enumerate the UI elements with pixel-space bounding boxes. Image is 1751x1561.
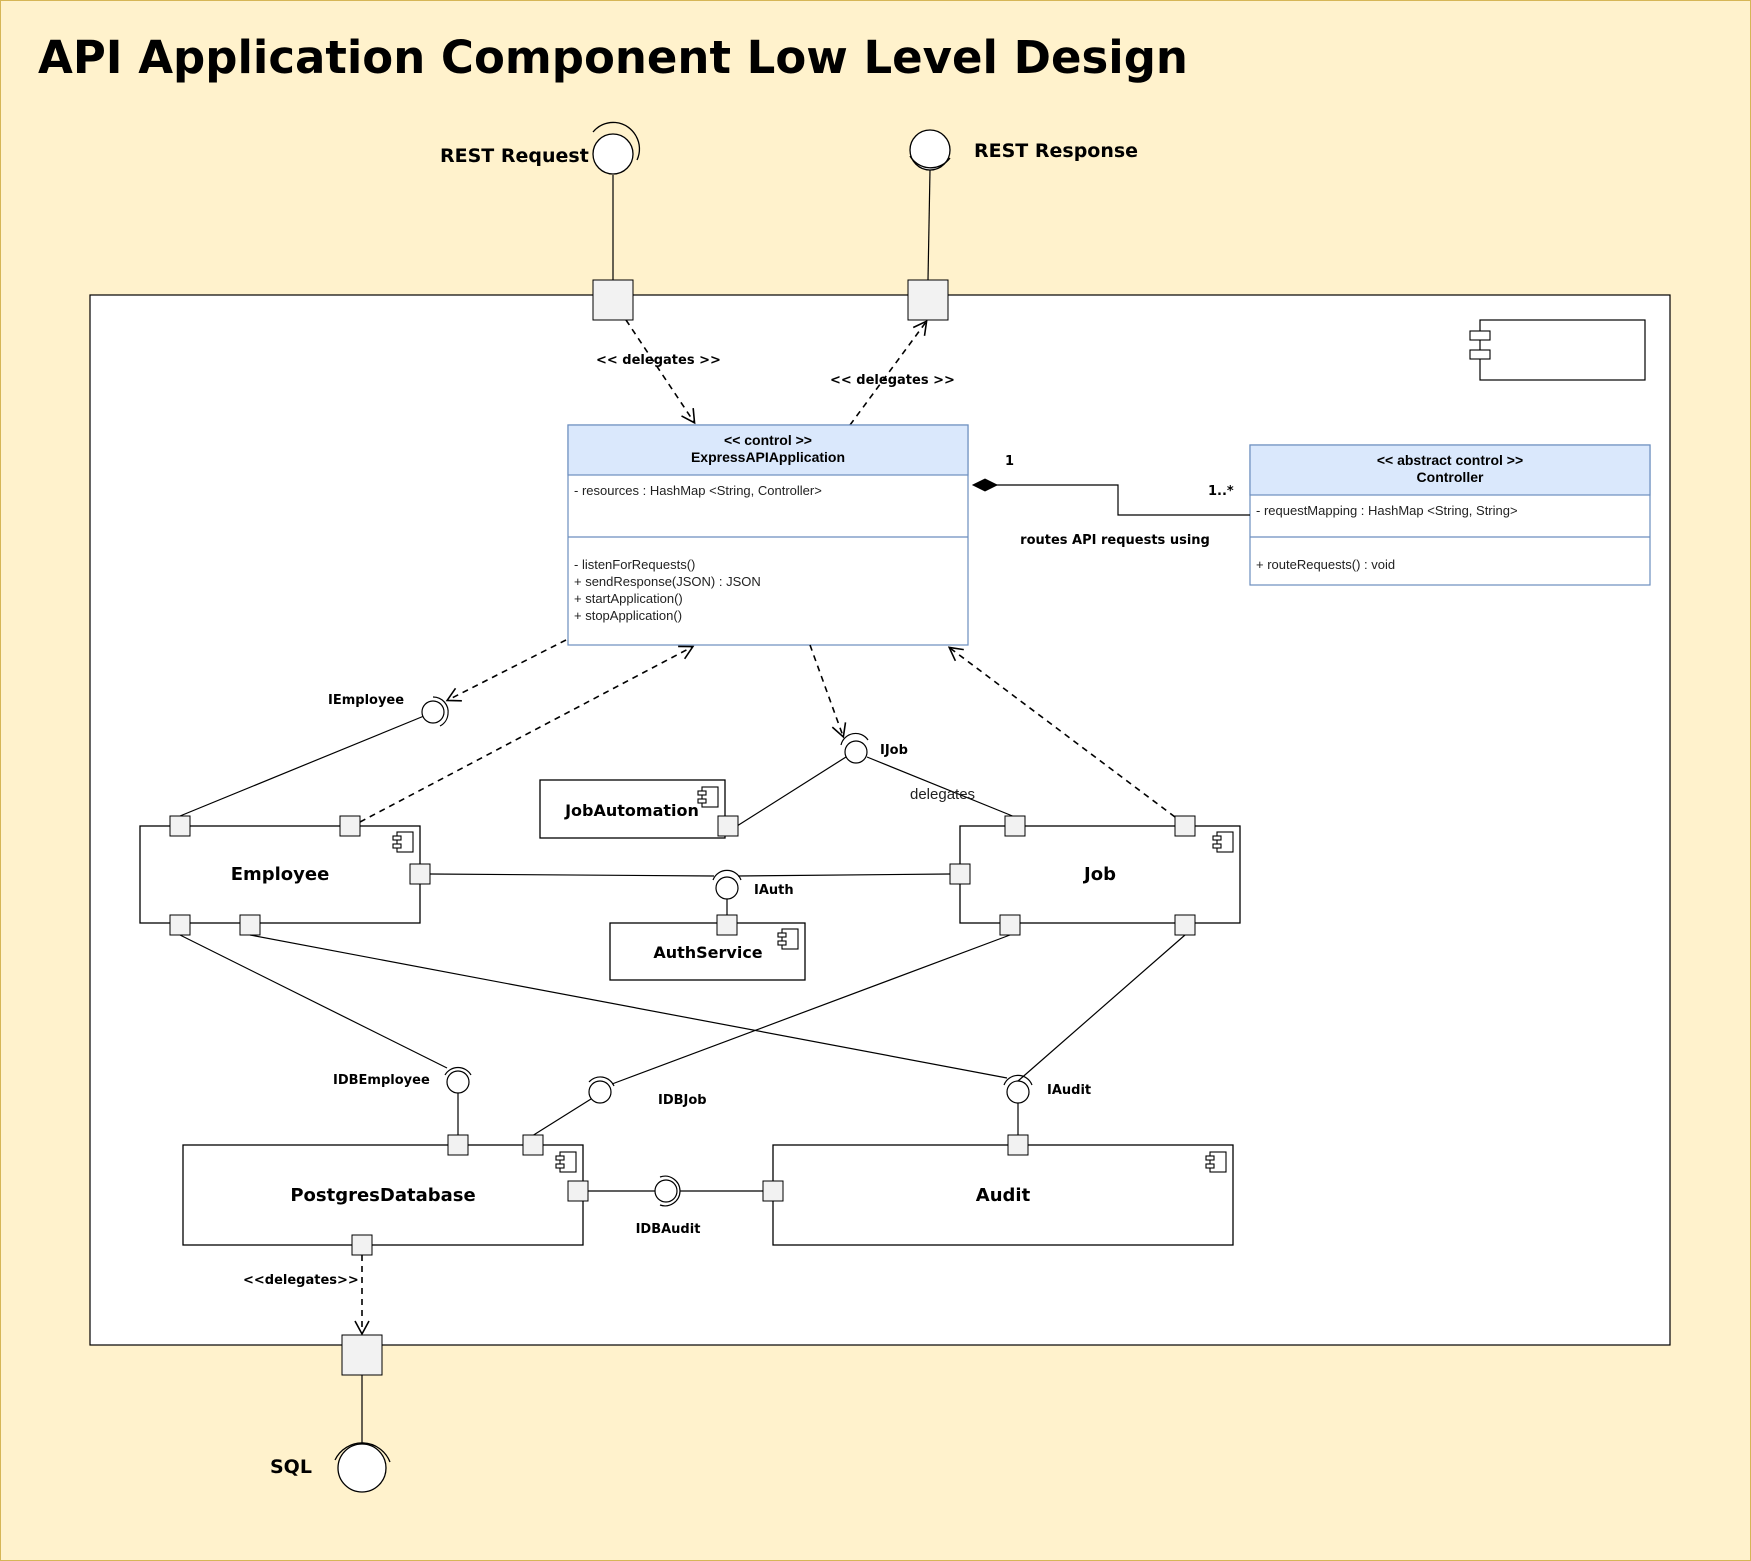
idbjob-interface[interactable]: [531, 1076, 615, 1137]
job-automation-name: JobAutomation: [564, 801, 699, 820]
idbjob-label: IDBJob: [658, 1093, 707, 1108]
ijob-interface[interactable]: [736, 732, 1016, 827]
auth-service-name: AuthService: [653, 943, 762, 962]
audit-port-idbaudit[interactable]: [762, 1180, 784, 1202]
controller-class-name: Controller: [1417, 469, 1484, 485]
controller-stereotype: << abstract control >>: [1377, 452, 1523, 468]
employee-iaudit-line: [249, 934, 1008, 1079]
postgres-database-component[interactable]: [182, 1144, 584, 1246]
ijob-label: IJob: [880, 743, 908, 758]
idbemployee-interface[interactable]: [444, 1066, 472, 1136]
postgres-port-idbjob[interactable]: [522, 1134, 544, 1156]
association-label: routes API requests using: [1020, 533, 1210, 548]
rest-response-interface[interactable]: [909, 129, 951, 281]
employee-port-iaudit[interactable]: [239, 914, 261, 936]
express-stereotype: << control >>: [724, 432, 812, 448]
postgres-port-idbaudit[interactable]: [567, 1180, 589, 1202]
sql-label: SQL: [270, 1456, 312, 1478]
delegates-request-label: << delegates >>: [596, 353, 721, 368]
system-component-icon: [1469, 319, 1646, 381]
idbaudit-label: IDBAudit: [636, 1222, 701, 1237]
iemployee-interface[interactable]: [179, 696, 449, 817]
job-idbjob-line: [611, 934, 1011, 1085]
job-automation-component[interactable]: [539, 779, 726, 839]
delegates-response-label: << delegates >>: [830, 373, 955, 388]
rest-response-label: REST Response: [974, 140, 1138, 162]
iauth-interface[interactable]: [429, 869, 951, 916]
express-method: + stopApplication(): [574, 608, 682, 623]
delegates-sql-label: <<delegates>>: [243, 1273, 359, 1288]
iauth-label: IAuth: [754, 883, 794, 898]
idbemployee-label: IDBEmployee: [333, 1073, 430, 1088]
employee-express-dependency: [359, 645, 695, 823]
job-name: Job: [1082, 864, 1116, 885]
multiplicity-source: 1: [1005, 454, 1014, 469]
postgres-database-name: PostgresDatabase: [290, 1185, 475, 1206]
delegates-request-arrow: [625, 319, 696, 425]
job-express-dependency: [947, 646, 1176, 818]
composition-association[interactable]: [971, 478, 1250, 516]
controller-method: + routeRequests() : void: [1256, 557, 1395, 572]
controller-attribute: - requestMapping : HashMap <String, Stri…: [1256, 503, 1518, 518]
multiplicity-target: 1..*: [1208, 484, 1234, 499]
employee-idbemployee-line: [179, 934, 448, 1069]
express-method: + startApplication(): [574, 591, 683, 606]
express-attribute: - resources : HashMap <String, Controlle…: [574, 483, 822, 498]
rest-request-interface[interactable]: [592, 121, 641, 280]
audit-port-iaudit[interactable]: [1007, 1134, 1029, 1156]
iemployee-dependency: [445, 639, 567, 702]
audit-name: Audit: [976, 1185, 1031, 1206]
employee-port-iemployee[interactable]: [169, 815, 191, 837]
postgres-port-idbemployee[interactable]: [447, 1134, 469, 1156]
rest-request-port[interactable]: [592, 279, 634, 321]
job-port-express[interactable]: [1174, 815, 1196, 837]
ijob-dependency: [809, 644, 847, 739]
iaudit-label: IAudit: [1047, 1083, 1091, 1098]
employee-port-express[interactable]: [339, 815, 361, 837]
job-port-idbjob[interactable]: [999, 914, 1021, 936]
employee-port-iauth[interactable]: [409, 863, 431, 885]
idbaudit-interface[interactable]: [588, 1175, 764, 1207]
job-port-iaudit[interactable]: [1174, 914, 1196, 936]
employee-name: Employee: [231, 864, 330, 885]
postgres-port-sql[interactable]: [351, 1234, 373, 1256]
sql-interface[interactable]: [334, 1375, 391, 1493]
rest-request-label: REST Request: [440, 145, 589, 167]
express-class-name: ExpressAPIApplication: [691, 449, 845, 465]
job-iaudit-line: [1017, 934, 1186, 1082]
job-delegates-label: delegates: [910, 786, 975, 803]
express-method: - listenForRequests(): [574, 557, 695, 572]
audit-component[interactable]: [772, 1144, 1234, 1246]
page-title: API Application Component Low Level Desi…: [38, 31, 1188, 84]
job-port-ijob[interactable]: [1004, 815, 1026, 837]
auth-service-component[interactable]: [609, 922, 806, 981]
employee-port-idbemployee[interactable]: [169, 914, 191, 936]
sql-port[interactable]: [341, 1334, 383, 1376]
express-method: + sendResponse(JSON) : JSON: [574, 574, 761, 589]
iemployee-label: IEmployee: [328, 693, 404, 708]
job-automation-port[interactable]: [717, 815, 739, 837]
job-port-iauth[interactable]: [949, 863, 971, 885]
rest-response-port[interactable]: [907, 279, 949, 321]
express-api-application-class[interactable]: [567, 424, 969, 646]
iaudit-interface[interactable]: [1003, 1074, 1033, 1136]
auth-service-port[interactable]: [716, 914, 738, 936]
